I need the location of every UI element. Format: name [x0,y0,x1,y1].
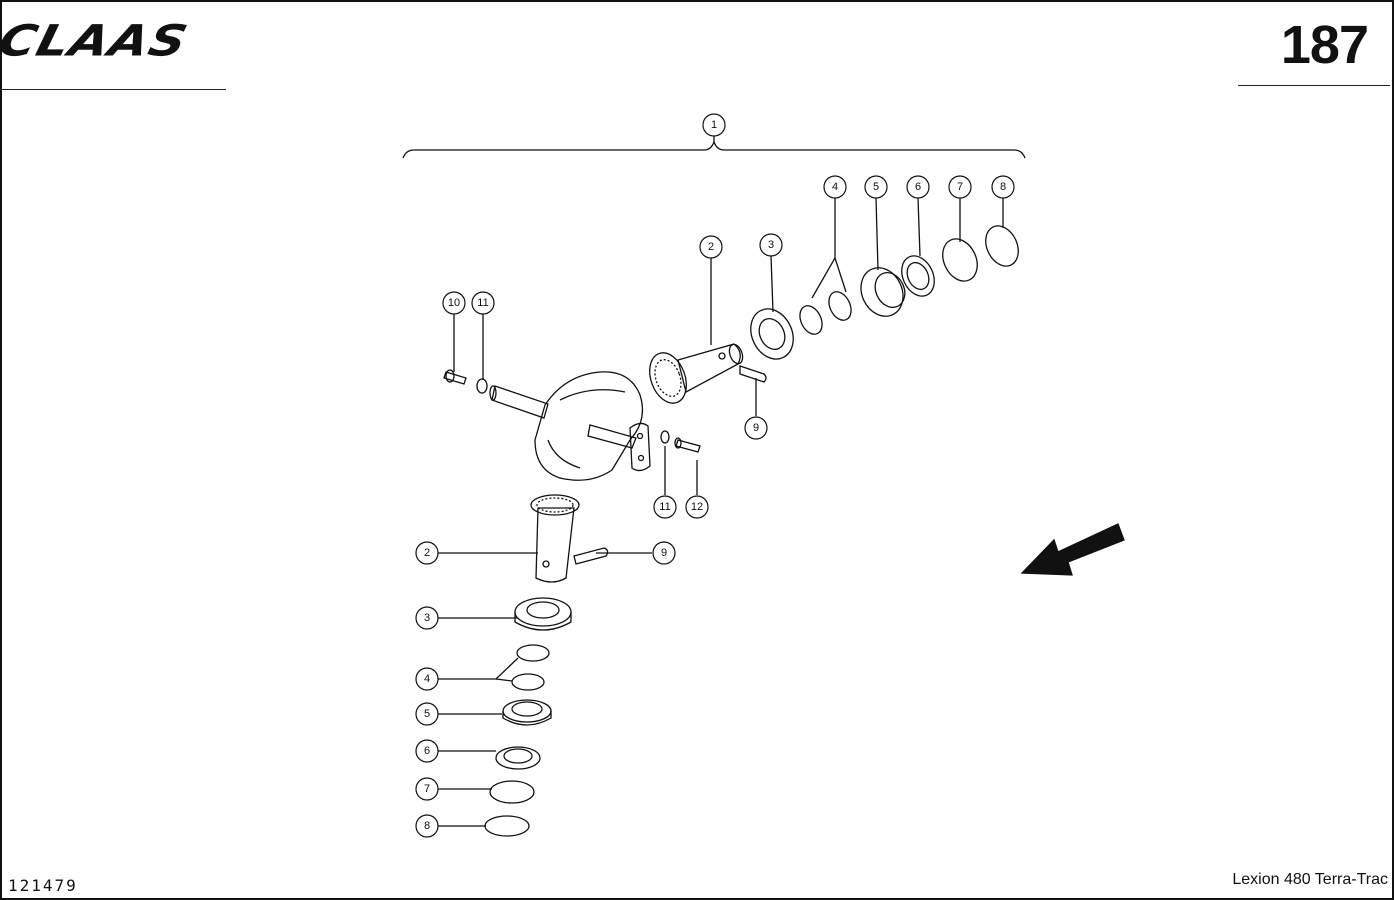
leader-5a [875,197,879,271]
callout-label: 5 [424,708,430,720]
pinion-shaft-upper [677,343,741,393]
callout-group [415,113,1015,838]
callout-3-lower [415,606,439,630]
circlip-lower [484,815,530,837]
callout-label: 9 [661,547,667,559]
callout-4-upper [823,175,847,199]
leader-4b [438,657,519,680]
callout-8-upper [991,175,1015,199]
callout-1 [702,113,726,137]
callout-label: 12 [691,501,703,513]
callout-3-upper [759,233,783,257]
direction-arrow [1020,523,1125,576]
gearbox-housing [534,371,644,481]
model-name: Lexion 480 Terra-Trac [1232,871,1388,888]
callout-label: 10 [448,297,460,309]
washer-left [476,378,488,394]
bevel-gear-upper [649,352,687,404]
ring-lower [489,780,535,804]
callout-label: 1 [711,119,717,131]
housing-shaft-left [491,385,549,419]
bolt-right [675,439,701,453]
callout-label: 8 [424,820,430,832]
pinion-shaft-lower [535,507,575,583]
callout-9-upper [744,416,768,440]
callout-11-right [653,495,677,519]
callout-6-lower [415,739,439,763]
callout-2-lower [415,541,439,565]
callout-label: 6 [424,745,430,757]
callout-10 [442,291,466,315]
page-number: 187 [1280,15,1369,75]
seal-lower [495,746,541,770]
assembly-bracket [402,140,1026,159]
snap-ring-lower-2 [511,673,545,691]
callout-7-lower [415,777,439,801]
callout-5-upper [864,175,888,199]
roller-bearing-lower [502,699,552,723]
seal-upper [901,255,935,297]
bearing-upper [750,308,794,360]
callout-2-upper [699,235,723,259]
callout-6-upper [906,175,930,199]
callout-label: 3 [768,239,774,251]
callout-9-lower [652,541,676,565]
snap-ring-upper-1 [799,305,823,335]
drawing-number: 121479 [8,876,78,895]
header-rule-right [1238,85,1390,86]
callout-label: 11 [477,297,488,309]
callout-label: 2 [708,241,714,253]
housing-shaft-right [587,424,637,449]
callout-8-lower [415,814,439,838]
callout-label: 4 [424,673,430,685]
callout-label: 5 [873,181,879,193]
bolt-left [443,371,467,385]
callout-label: 9 [753,422,759,434]
snap-ring-lower-1 [516,644,550,662]
header-rule-left [0,89,226,90]
circlip-upper [985,225,1019,267]
leader-4a [811,198,836,299]
callout-label: 7 [424,783,430,795]
callout-12 [685,495,709,519]
pin-lower [573,547,609,565]
leader-6a [917,197,921,257]
callout-4-lower [415,667,439,691]
leader-3a [770,255,774,313]
callout-label: 11 [659,501,670,513]
bevel-gear-lower [530,494,580,516]
callout-7-upper [948,175,972,199]
pin-upper [739,365,767,383]
washer-right [660,430,670,444]
snap-ring-upper-2 [828,291,852,321]
callout-label: 6 [915,181,921,193]
callout-11-left [471,291,495,315]
housing-flange [629,422,651,472]
callout-5-lower [415,702,439,726]
callout-label: 4 [832,181,838,193]
roller-bearing-upper [860,267,904,317]
callout-label: 2 [424,547,430,559]
callout-label: 3 [424,612,430,624]
callout-label: 7 [957,181,963,193]
callout-label: 8 [1000,181,1006,193]
ring-upper [942,238,978,282]
